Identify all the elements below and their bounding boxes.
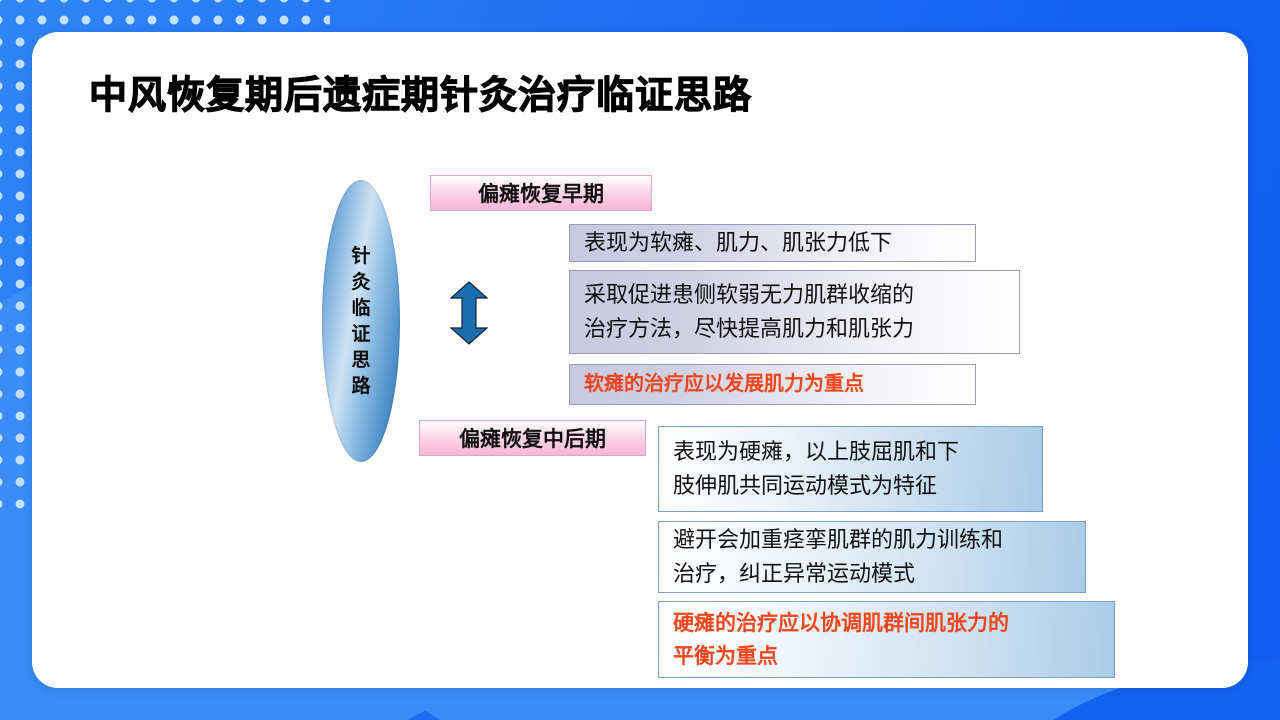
root-label-char: 证 xyxy=(351,322,371,345)
item-line: 表现为软瘫、肌力、肌张力低下 xyxy=(584,229,893,255)
root-node-label: 针 灸 临 证 思 路 xyxy=(322,180,400,462)
stage-early-item-1: 表现为软瘫、肌力、肌张力低下 xyxy=(569,224,976,262)
stage-label-text: 偏瘫恢复中后期 xyxy=(459,427,606,451)
item-line: 平衡为重点 xyxy=(673,643,778,668)
double-headed-vertical-arrow-icon xyxy=(449,281,489,345)
item-line: 采取促进患侧软弱无力肌群收缩的 xyxy=(584,281,915,307)
slide-content-card: 中风恢复期后遗症期针灸治疗临证思路 针 灸 临 证 思 路 偏瘫恢复早期 表现为… xyxy=(32,32,1248,688)
item-line: 表现为硬瘫，以上肢屈肌和下 xyxy=(673,438,960,464)
stage-early-item-2: 采取促进患侧软弱无力肌群收缩的 治疗方法，尽快提高肌力和肌张力 xyxy=(569,270,1020,354)
stage-early-item-3-emphasis: 软瘫的治疗应以发展肌力为重点 xyxy=(569,364,976,405)
root-label-char: 路 xyxy=(351,374,371,397)
root-node-ellipse: 针 灸 临 证 思 路 xyxy=(322,180,400,462)
item-line: 治疗，纠正异常运动模式 xyxy=(673,561,916,586)
page-title: 中风恢复期后遗症期针灸治疗临证思路 xyxy=(88,72,753,117)
stage-label-early: 偏瘫恢复早期 xyxy=(430,175,652,211)
root-label-char: 临 xyxy=(351,296,371,319)
item-line: 软瘫的治疗应以发展肌力为重点 xyxy=(584,373,864,395)
stage-late-item-2: 避开会加重痉挛肌群的肌力训练和 治疗，纠正异常运动模式 xyxy=(658,521,1086,593)
item-line: 避开会加重痉挛肌群的肌力训练和 xyxy=(673,526,1004,552)
stage-label-text: 偏瘫恢复早期 xyxy=(478,182,604,206)
root-label-char: 灸 xyxy=(351,270,371,293)
item-line: 肢伸肌共同运动模式为特征 xyxy=(673,473,938,498)
stage-label-mid-late: 偏瘫恢复中后期 xyxy=(419,420,646,456)
root-label-char: 思 xyxy=(351,348,371,371)
root-label-char: 针 xyxy=(351,244,371,267)
item-line: 硬瘫的治疗应以协调肌群间肌张力的 xyxy=(673,610,1009,635)
item-line: 治疗方法，尽快提高肌力和肌张力 xyxy=(584,316,915,341)
stage-late-item-3-emphasis: 硬瘫的治疗应以协调肌群间肌张力的 平衡为重点 xyxy=(658,601,1115,678)
stage-late-item-1: 表现为硬瘫，以上肢屈肌和下 肢伸肌共同运动模式为特征 xyxy=(658,426,1043,512)
